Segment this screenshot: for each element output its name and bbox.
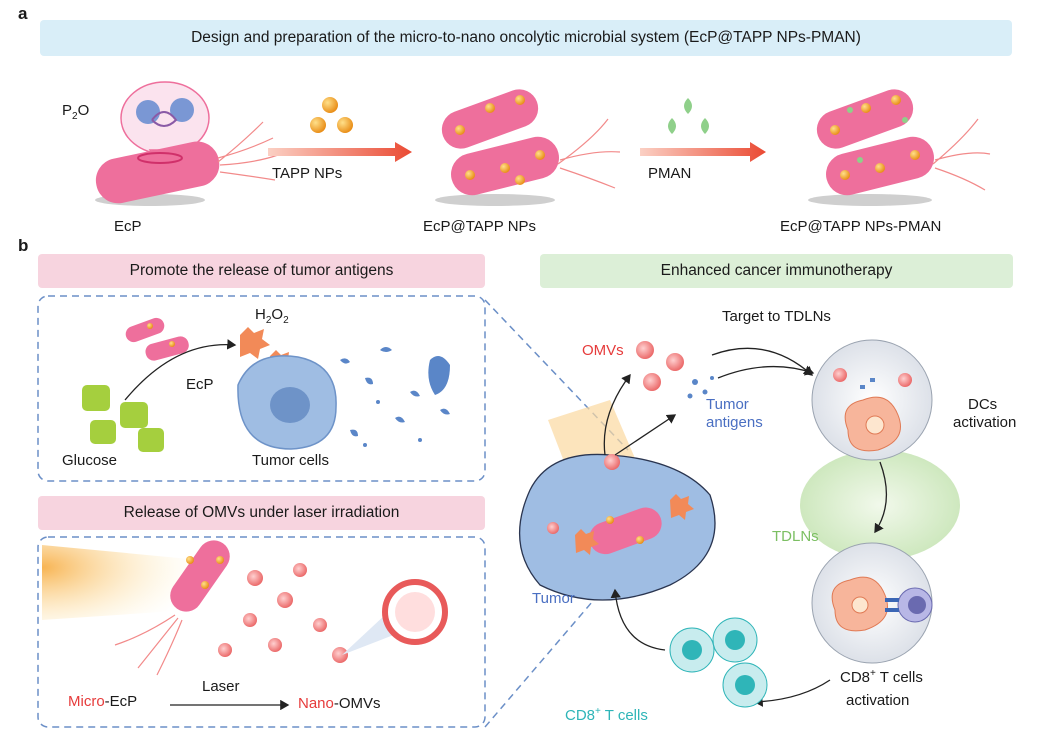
dcs-label-2: activation <box>953 414 1017 431</box>
stage2-label: EcP@TAPP NPs <box>423 218 537 235</box>
ecp-tapp-bacteria <box>435 89 621 206</box>
tdln-node <box>800 450 960 560</box>
micro-ecp-label: Micro-EcP <box>68 693 138 710</box>
panel-letter-a: a <box>18 4 28 23</box>
ecp-bacterium <box>95 121 279 206</box>
cd8-activation-label-1: CD8+ T cells <box>840 668 923 686</box>
tumor-antigens-label-2: antigens <box>706 414 763 431</box>
arrow1-label: TAPP NPs <box>272 165 343 182</box>
nano-omvs-label: Nano-OMVs <box>298 695 381 712</box>
small-ecp-bacteria <box>125 317 189 361</box>
laser-label: Laser <box>202 678 240 695</box>
dcs-label-1: DCs <box>968 396 998 413</box>
tumor-cells-label: Tumor cells <box>252 452 329 469</box>
ecp-tapp-pman-bacteria <box>808 89 991 206</box>
micro-ecp-bacterium <box>114 540 230 676</box>
dc-circle <box>811 339 933 461</box>
arrow2-label: PMAN <box>648 165 692 182</box>
box2-title: Release of OMVs under laser irradiation <box>38 496 485 530</box>
stage1-label: EcP <box>114 218 142 235</box>
box1-title: Promote the release of tumor antigens <box>38 254 485 288</box>
arrow-pman <box>640 98 766 162</box>
tumor-label: Tumor <box>532 590 575 607</box>
h2o2-label: H2O2 <box>255 306 289 326</box>
tcell-circle <box>811 542 933 664</box>
arrow-tapp <box>268 97 412 162</box>
panel-a-banner: Design and preparation of the micro-to-n… <box>40 20 1012 56</box>
antigen-fragments <box>340 347 450 447</box>
omv-zoom <box>342 579 448 655</box>
cd8-activation-label-2: activation <box>846 692 910 709</box>
tdlns-label: TDLNs <box>772 528 819 545</box>
glucose-cubes <box>82 385 164 452</box>
p2o-protein-bubble <box>120 81 210 172</box>
panel-letter-b: b <box>18 236 29 255</box>
tumor-mass <box>519 400 716 601</box>
omvs-label: OMVs <box>582 342 624 359</box>
tumor-cell <box>237 355 337 450</box>
glucose-label: Glucose <box>62 452 118 469</box>
omv-cluster <box>636 341 684 391</box>
p2o-label: P2O <box>62 102 90 122</box>
target-label: Target to TDLNs <box>722 308 831 325</box>
cd8-t-cells <box>669 617 768 708</box>
antigen-dots <box>687 376 714 399</box>
omv-particles <box>218 563 348 663</box>
box2-frame <box>37 536 486 728</box>
cd8-t-cells-label: CD8+ T cells <box>565 706 648 724</box>
tumor-antigens-label-1: Tumor <box>706 396 749 413</box>
ecp-label: EcP <box>186 376 214 393</box>
stage3-label: EcP@TAPP NPs-PMAN <box>780 218 942 235</box>
laser-beam <box>42 545 200 620</box>
right-title: Enhanced cancer immunotherapy <box>540 254 1013 288</box>
